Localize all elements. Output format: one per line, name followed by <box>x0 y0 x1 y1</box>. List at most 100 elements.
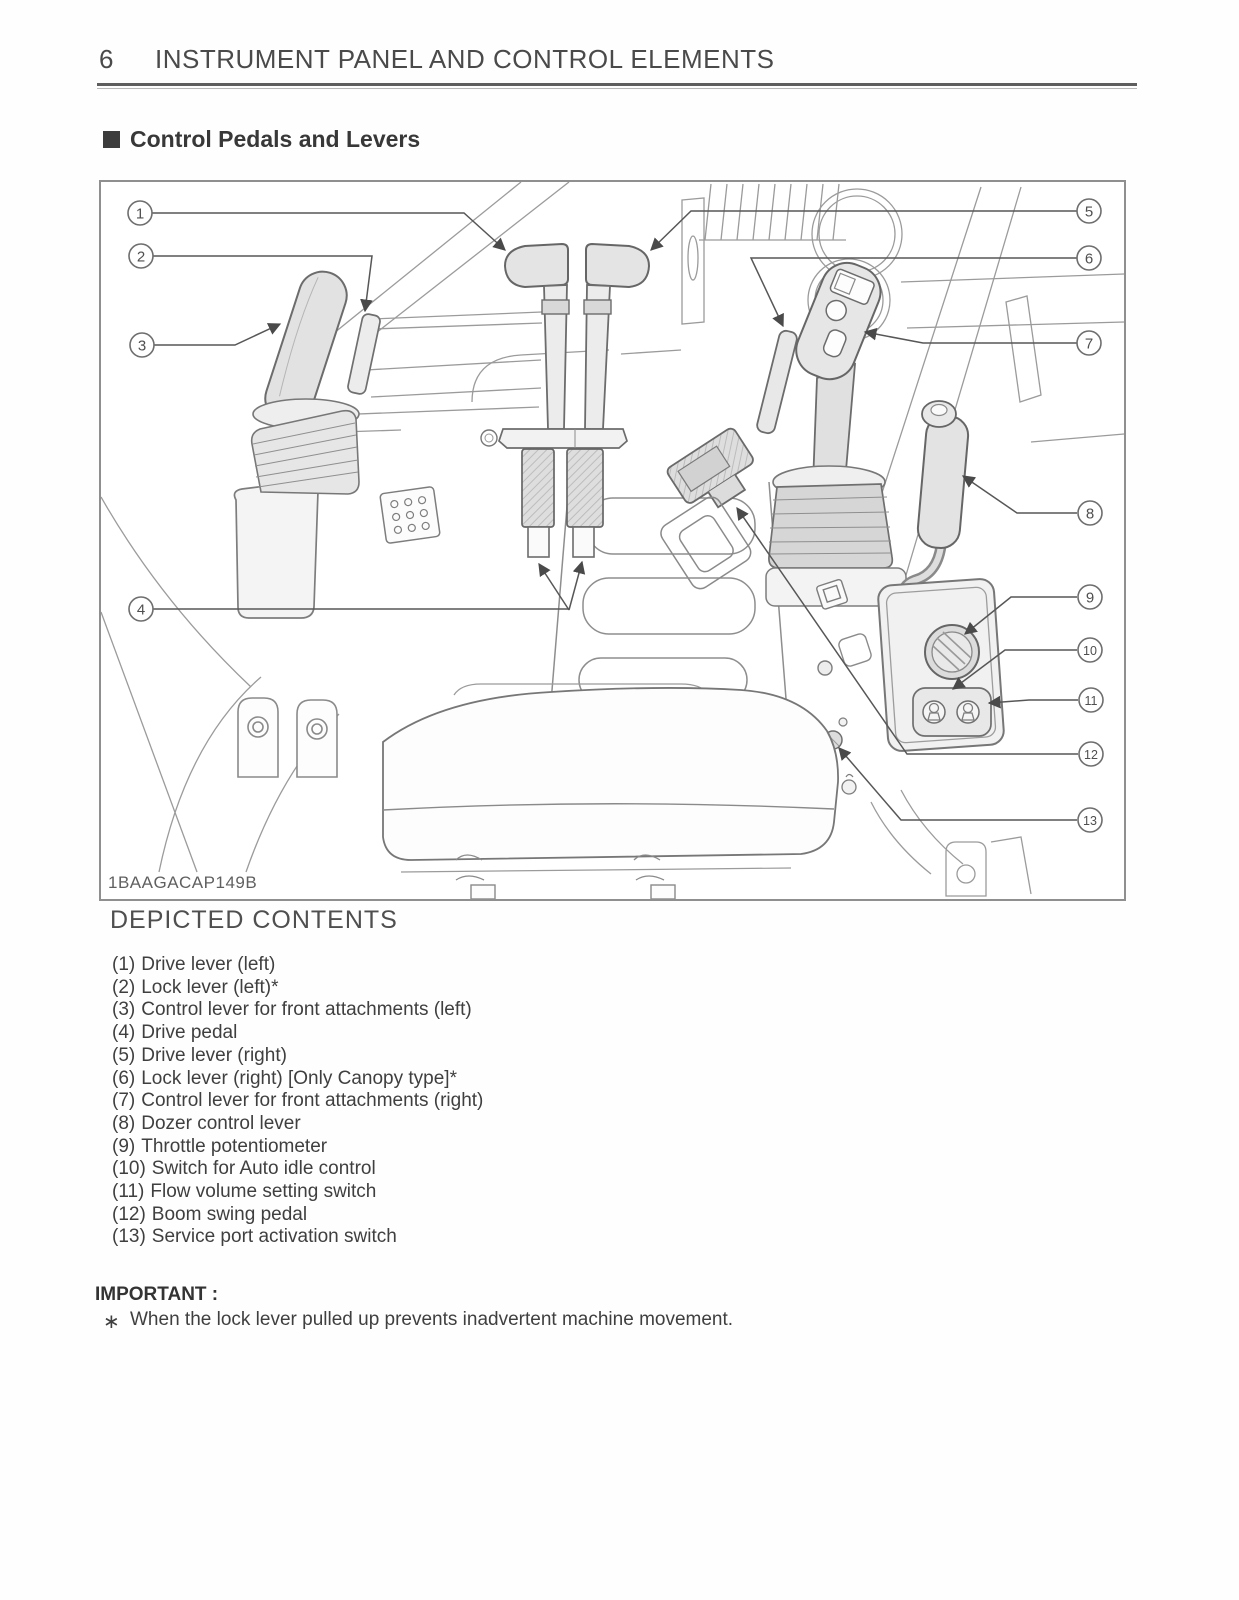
list-item: (12)Boom swing pedal <box>112 1204 483 1227</box>
right-joystick <box>765 261 907 676</box>
list-item: (9)Throttle potentiometer <box>112 1136 483 1159</box>
list-item-label: Control lever for front attachments (lef… <box>141 999 472 1021</box>
list-item-label: Lock lever (left)* <box>141 976 279 998</box>
list-item-number: (2) <box>112 976 136 998</box>
svg-text:11: 11 <box>1085 694 1098 708</box>
callout-7: 7 <box>1076 330 1102 356</box>
callout-6: 6 <box>1076 245 1102 271</box>
list-item: (10)Switch for Auto idle control <box>112 1158 483 1181</box>
list-item-number: (13) <box>112 1226 146 1248</box>
svg-text:8: 8 <box>1086 506 1094 523</box>
depicted-contents-heading: DEPICTED CONTENTS <box>110 906 398 934</box>
auto-idle-switch <box>922 700 946 724</box>
list-item-number: (4) <box>112 1022 136 1044</box>
seat-cushion <box>382 683 839 899</box>
callout-12: 12 <box>1078 741 1104 767</box>
list-item: (5)Drive lever (right) <box>112 1045 483 1068</box>
list-item-label: Throttle potentiometer <box>141 1135 328 1157</box>
foot-rest-pad <box>379 486 441 544</box>
svg-text:5: 5 <box>1085 204 1093 221</box>
list-item-number: (1) <box>112 954 136 975</box>
figure-caption: 1BAAGACAP149B <box>108 873 258 892</box>
callout-2: 2 <box>128 243 154 269</box>
svg-text:12: 12 <box>1084 748 1098 762</box>
list-item: (8)Dozer control lever <box>112 1113 483 1136</box>
callout-1: 1 <box>127 200 153 226</box>
right-console <box>823 578 1005 795</box>
list-item-number: (7) <box>112 1090 136 1112</box>
list-item: (7)Control lever for front attachments (… <box>112 1090 483 1113</box>
svg-text:4: 4 <box>137 602 145 619</box>
cab-structure-lines <box>101 182 1124 897</box>
asterisk-bullet: ∗ <box>103 1311 120 1333</box>
page-title: INSTRUMENT PANEL AND CONTROL ELEMENTS <box>155 44 775 74</box>
right-drive-pedal <box>566 448 604 528</box>
list-item: (3)Control lever for front attachments (… <box>112 999 483 1022</box>
section-heading: Control Pedals and Levers <box>103 126 420 153</box>
list-item: (11)Flow volume setting switch <box>112 1181 483 1204</box>
list-item-number: (6) <box>112 1067 136 1089</box>
list-item-label: Switch for Auto idle control <box>151 1158 376 1180</box>
right-lock-lever <box>756 329 798 435</box>
list-item-label: Control lever for front attachments (rig… <box>141 1090 484 1112</box>
svg-text:3: 3 <box>138 338 146 355</box>
list-item: (2)Lock lever (left)* <box>112 977 483 1000</box>
list-item: (4)Drive pedal <box>112 1022 483 1045</box>
flow-volume-switch <box>956 700 980 724</box>
control-diagram: 1 2 3 4 5 6 7 8 9 10 11 12 13 <box>101 182 1124 899</box>
callout-leaders <box>152 210 1078 821</box>
list-item-label: Drive pedal <box>141 1022 238 1044</box>
left-drive-lever-handle <box>503 242 569 289</box>
callouts: 1 2 3 4 5 6 7 8 9 10 11 12 13 <box>127 198 1104 833</box>
svg-text:6: 6 <box>1085 251 1093 268</box>
svg-text:2: 2 <box>137 249 145 266</box>
callout-3: 3 <box>129 332 155 358</box>
control-diagram-figure: 1 2 3 4 5 6 7 8 9 10 11 12 13 1BAAGACAP1… <box>99 180 1126 901</box>
section-bullet-icon <box>103 131 120 148</box>
left-drive-pedal <box>521 448 555 528</box>
header-rule <box>97 83 1137 89</box>
left-lock-lever <box>347 313 381 395</box>
svg-text:9: 9 <box>1086 590 1094 607</box>
depicted-contents-list: (1)Drive lever (left) (2)Lock lever (lef… <box>112 954 483 1249</box>
important-note: IMPORTANT : ∗ When the lock lever pulled… <box>95 1284 733 1334</box>
list-item: (1)Drive lever (left) <box>112 954 483 977</box>
list-item-number: (3) <box>112 999 136 1021</box>
svg-text:13: 13 <box>1083 814 1097 828</box>
list-item-number: (11) <box>112 1181 145 1203</box>
drive-levers <box>480 242 651 558</box>
dozer-control-lever <box>895 400 970 630</box>
important-label: IMPORTANT : <box>95 1284 219 1305</box>
list-item-number: (8) <box>112 1112 136 1134</box>
callout-5: 5 <box>1076 198 1102 224</box>
callout-10: 10 <box>1077 637 1103 663</box>
svg-text:1: 1 <box>136 206 144 223</box>
list-item: (13)Service port activation switch <box>112 1226 483 1249</box>
callout-9: 9 <box>1077 584 1103 610</box>
callout-8: 8 <box>1077 500 1103 526</box>
callout-4: 4 <box>128 596 154 622</box>
page-number: 6 <box>99 44 114 74</box>
list-item-label: Drive lever (right) <box>141 1044 287 1066</box>
important-text: When the lock lever pulled up prevents i… <box>130 1309 734 1330</box>
list-item-number: (12) <box>112 1203 146 1225</box>
list-item-label: Flow volume setting switch <box>150 1181 377 1203</box>
right-drive-lever-handle <box>585 242 651 289</box>
list-item-label: Service port activation switch <box>151 1226 397 1248</box>
page-header: 6 INSTRUMENT PANEL AND CONTROL ELEMENTS <box>99 44 774 75</box>
list-item-number: (9) <box>112 1135 136 1157</box>
list-item-label: Dozer control lever <box>141 1112 301 1134</box>
list-item-number: (10) <box>112 1158 146 1180</box>
list-item-label: Lock lever (right) [Only Canopy type]* <box>141 1067 457 1089</box>
list-item-label: Drive lever (left) <box>141 954 276 975</box>
section-title: Control Pedals and Levers <box>130 126 421 152</box>
callout-11: 11 <box>1078 687 1104 713</box>
list-item-number: (5) <box>112 1044 136 1066</box>
left-joystick <box>233 270 441 619</box>
callout-13: 13 <box>1077 807 1103 833</box>
boom-swing-pedal <box>660 427 754 590</box>
svg-text:7: 7 <box>1085 336 1093 353</box>
list-item-label: Boom swing pedal <box>151 1203 308 1225</box>
svg-text:10: 10 <box>1083 644 1097 658</box>
list-item: (6)Lock lever (right) [Only Canopy type]… <box>112 1068 483 1091</box>
